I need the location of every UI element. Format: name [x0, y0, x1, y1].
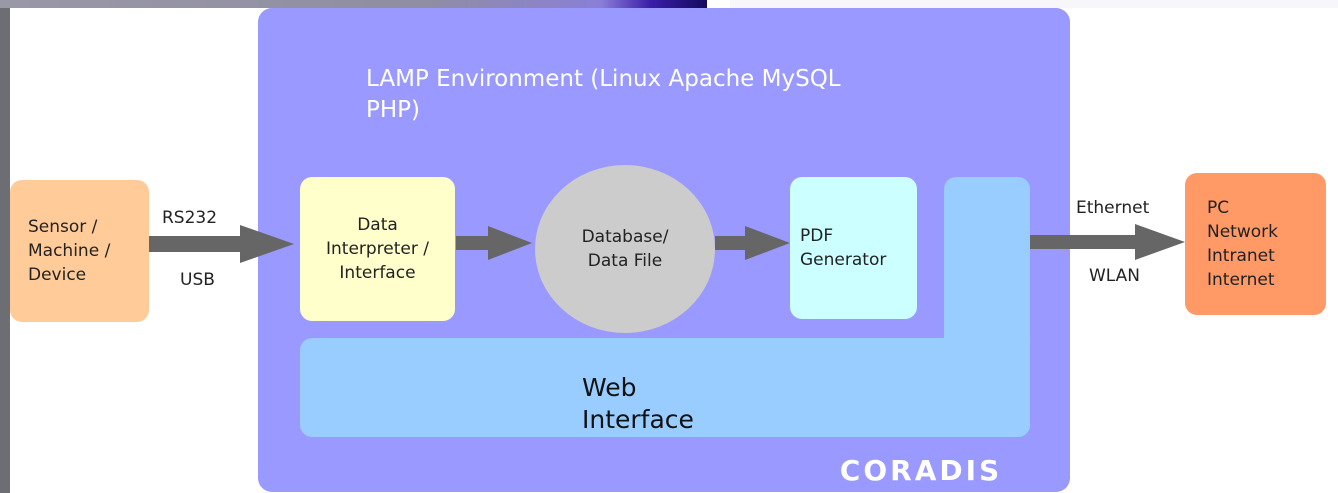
- arrow-interpreter-to-database: [456, 226, 532, 260]
- rs232-label: RS232: [162, 208, 218, 228]
- lamp-environment-title: LAMP Environment (Linux Apache MySQL PHP…: [366, 66, 841, 123]
- background-top-strip: [0, 0, 707, 8]
- web-interface-label: Web Interface: [582, 373, 694, 434]
- coradis-logo: CORADIS: [840, 454, 1002, 487]
- web-interface-horizontal-block: [300, 338, 1030, 437]
- wlan-label: WLAN: [1089, 266, 1141, 286]
- database-node: Database/ Data File: [535, 165, 715, 333]
- coradis-logo-text: CORADIS: [840, 454, 1002, 487]
- usb-label: USB: [180, 270, 215, 290]
- arrow-web-to-network: [1030, 224, 1185, 260]
- background-top-right-strip: [730, 0, 1338, 8]
- background-left-strip: [0, 0, 10, 493]
- arrow-database-to-pdf: [715, 226, 790, 260]
- ethernet-label: Ethernet: [1076, 198, 1150, 218]
- data-interpreter-node: Data Interpreter / Interface: [300, 177, 455, 321]
- pc-network-node: PC Network Intranet Internet: [1185, 173, 1326, 315]
- arrow-sensor-to-interpreter: [149, 225, 294, 263]
- pdf-generator-node: PDF Generator: [790, 177, 917, 319]
- sensor-machine-device-node: Sensor / Machine / Device: [10, 180, 149, 322]
